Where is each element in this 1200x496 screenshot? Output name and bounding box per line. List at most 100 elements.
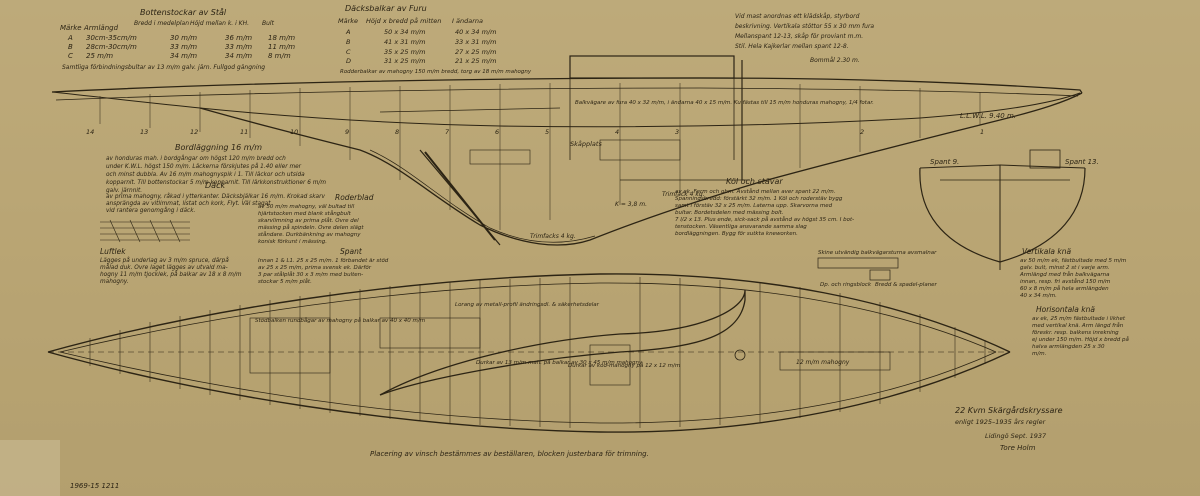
skine-label: Skine utvändig balkvägarsturna avsmalnar <box>818 250 937 256</box>
ht-5: halva armlängden 25 x 30 <box>1032 344 1105 350</box>
bs-row3-a: C <box>68 52 73 60</box>
dt-2: ansprängda av vitlimmat, listat och kork… <box>106 201 271 207</box>
ht-1: av ek, 25 m/m fästbultade i likhet <box>1032 316 1126 322</box>
dt-1: av prima mahogny, råkad i ytterkanter. D… <box>106 193 325 200</box>
bl-1: av honduras mah. i bordgångar om högst 1… <box>106 155 286 162</box>
col-header-e: Bult <box>262 20 275 27</box>
station-4: 4 <box>615 128 619 136</box>
bl-3: och minst dubbla. Av 16 m/m mahognyspik … <box>106 172 305 178</box>
horiz-title: Horisontala knä <box>1036 305 1095 314</box>
st-4: stockar 5 m/m plåt. <box>258 278 312 285</box>
rt-6: konisk förkunt i mässing. <box>258 239 327 245</box>
kt-1: av ek. Ferm och ohm. Avstånd mellan aver… <box>675 188 836 195</box>
station-13: 13 <box>140 128 148 136</box>
k-label: K = 3,8 m. <box>615 201 647 208</box>
inside-note-4: Durkar av kod-mahogny på 12 x 12 m/m <box>568 362 680 369</box>
bs-row3-b: 25 m/m <box>86 52 113 60</box>
lf-4: mahogny. <box>100 279 129 285</box>
archive-number: 1969-15 1211 <box>70 482 119 490</box>
sign-line3: Lidingö Sept. 1937 <box>985 432 1047 440</box>
balk-note: Balkvägare av fura 40 x 32 m/m, i ändarn… <box>575 100 874 106</box>
lf-2: målad duk. Ovre laget lägges av utvald m… <box>100 264 228 271</box>
bl-2: under K.W.L. högst 150 m/m. Läckerna för… <box>106 163 302 170</box>
station-14: 14 <box>86 128 94 136</box>
bl-4: kopparnit. Till bottenstockar 5 m/m kopp… <box>106 180 326 186</box>
dk-row3-c: 27 x 25 m/m <box>455 48 496 56</box>
lwl-label: L.L.W.L. 9.40 m. <box>960 112 1016 120</box>
dk-row1-a: A <box>345 28 350 36</box>
station-10: 10 <box>290 128 298 136</box>
signature-block: 22 Kvm Skärgårdskryssare enligt 1925–193… <box>955 405 1063 452</box>
dp-label: Dp. och ringsblock <box>820 282 872 288</box>
deck-plan: Stödbalken rundbågar av mahogny på balka… <box>47 273 1011 433</box>
bs-row2-e: 11 m/m <box>268 43 295 51</box>
sign-line1: 22 Kvm Skärgårdskryssare <box>955 405 1063 415</box>
station-3: 3 <box>675 128 679 136</box>
bs-note: Samtliga förbindningsbultar av 13 m/m ga… <box>62 64 265 71</box>
bs-row1-a: A <box>67 34 73 42</box>
station-7: 7 <box>445 128 450 136</box>
dt-3: vid rantera genomgång i däck. <box>106 207 196 214</box>
ht-4: ej under 150 m/m. Höjd x bredd på <box>1032 336 1129 343</box>
col-header-a: Märke <box>60 24 82 32</box>
inside-note-5: 12 m/m mahogny <box>796 359 850 366</box>
bommar-note: Bommål 2.30 m. <box>810 57 860 64</box>
dk-row1-b: 50 x 34 m/m <box>384 28 425 36</box>
st-2: av 25 x 25 m/m, prima svensk ek. Därför <box>258 265 372 271</box>
top-right-notes: Vid mast anordnas ett klädskåp, styrbord… <box>735 13 874 64</box>
dack-col-b: Höjd x bredd på mitten <box>366 16 441 25</box>
bs-row3-c: 34 m/m <box>170 52 197 60</box>
dack-heading: Däck <box>205 181 225 190</box>
bredd-label: Bredd & spadel-planer <box>875 282 938 288</box>
spant9-label: Spant 9. <box>930 158 959 166</box>
rt-3: skarvlimning av prima plåt. Ovre del <box>258 217 359 224</box>
rt-2: hjärtstocken med blank stångbult <box>258 210 352 217</box>
col-header-d: Höjd mellan k. i KH. <box>190 20 249 27</box>
inside-note-3: Durkar av 13 m/m mah. på balkar av 30 x … <box>476 359 643 366</box>
signature: Tore Holm <box>1000 444 1036 452</box>
dk-row2-b: 41 x 31 m/m <box>384 38 425 46</box>
inside-note-1: Stödbalken rundbågar av mahogny på balka… <box>255 317 425 324</box>
trn-line2: beskrivning. Vertikala stöttor 55 x 30 m… <box>735 23 874 30</box>
trimfacks-label: Trimfacks 4 kg. <box>530 233 576 240</box>
profile-view: 14 13 12 11 10 9 8 7 6 5 4 3 2 1 Balkväg… <box>51 55 1083 246</box>
skapplats-label: Skåpplats <box>570 139 602 148</box>
vt-4: innan, resp. fri avstånd 150 m/m <box>1020 278 1110 285</box>
station-9: 9 <box>345 128 349 136</box>
kt-2: Spanningsbredd: förstärkt 32 m/m. 1 Köl … <box>675 196 843 202</box>
inside-note-2: Lorang av metall-profil ändringsdl. & sä… <box>455 302 600 308</box>
vt-1: av 50 m/m ek, fästbultade med 5 m/m <box>1020 258 1126 264</box>
bordlaggning-title: Bordläggning 16 m/m <box>175 143 262 152</box>
col-header-b: Armlängd <box>83 24 119 32</box>
station-6: 6 <box>495 128 499 136</box>
dack-note: Rodderbalkar av mahogny 150 m/m bredd, t… <box>340 69 532 75</box>
kt-4: bultar. Bordetsdelen med mässing bolt. <box>675 210 784 216</box>
st-3: 3 par stålplåt 30 x 3 m/m med bulten- <box>258 271 363 278</box>
station-11: 11 <box>240 128 248 136</box>
dack-col-a: Märke <box>338 17 358 25</box>
dack-title: Däcksbalkar av Furu <box>345 4 427 13</box>
dk-row1-c: 40 x 34 m/m <box>455 28 496 36</box>
bs-row1-e: 18 m/m <box>268 34 295 42</box>
vt-2: galv. bult, minst 2 st i varje arm. <box>1020 265 1110 271</box>
kt-6: tenstocken. Väsentliga ansvarande samma … <box>675 224 807 230</box>
station-12: 12 <box>190 128 198 136</box>
bs-row2-c: 33 m/m <box>170 43 197 51</box>
bs-row2-a: B <box>68 43 73 51</box>
station-5: 5 <box>545 128 549 136</box>
trimfack-label: Trimfack 4 kg. <box>662 191 705 198</box>
ht-2: med vertikal knä. Arm längd från <box>1032 322 1124 329</box>
dk-row2-a: B <box>346 38 351 46</box>
kt-3: samt i förstäv 32 x 25 m/m. Laterna upp.… <box>675 203 833 209</box>
dk-row4-a: D <box>346 57 351 65</box>
spant13-label: Spant 13. <box>1065 158 1099 166</box>
bs-row3-e: 8 m/m <box>268 52 291 60</box>
ht-6: m/m. <box>1032 351 1047 357</box>
dk-row4-b: 31 x 25 m/m <box>384 57 425 65</box>
trn-line3: Mellanspant 12-13, skåp för proviant m.m… <box>735 33 863 40</box>
kt-7: bordläggningen. Bygg för sutkta kneworke… <box>675 231 798 237</box>
right-notes: Vertikala knä av 50 m/m ek, fästbultade … <box>1019 247 1129 357</box>
kt-5: 7 l/2 x 13. Plus ende, sick-sack på avst… <box>675 216 854 223</box>
dk-row4-c: 21 x 25 m/m <box>455 57 496 65</box>
